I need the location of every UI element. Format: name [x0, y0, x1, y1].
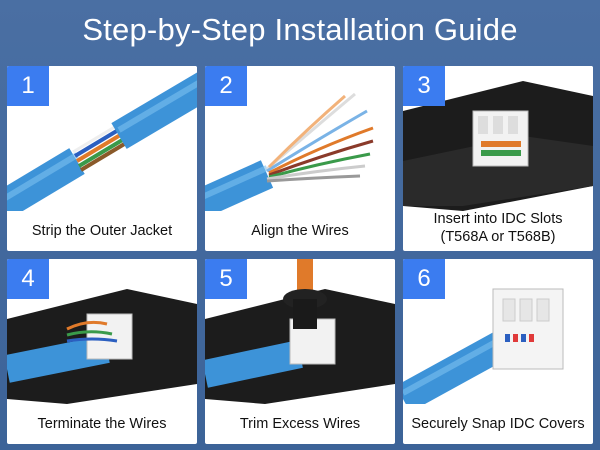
step-caption: Trim Excess Wires: [239, 416, 361, 432]
step-caption: Insert into IDC Slots (T568A or T568B): [433, 211, 563, 245]
idc-slots-image: [403, 66, 593, 211]
page-title: Step-by-Step Installation Guide: [82, 12, 518, 47]
strip-jacket-image: [7, 66, 197, 211]
step-card-2: 2 Align the Wires: [205, 66, 395, 251]
step-caption: Align the Wires: [251, 223, 349, 239]
trim-wires-image: [205, 259, 395, 404]
step-number-badge: 6: [403, 259, 445, 299]
step-card-5: 5 Trim Excess Wires: [205, 259, 395, 444]
step-number-badge: 1: [7, 66, 49, 106]
step-number-badge: 4: [7, 259, 49, 299]
step-number-badge: 5: [205, 259, 247, 299]
step-card-1: 1 Strip the Outer Jacket: [7, 66, 197, 251]
step-card-6: 6 Securely Snap IDC Covers: [403, 259, 593, 444]
step-caption: Strip the Outer Jacket: [31, 223, 173, 239]
step-card-3: 3 Insert into IDC Slots (T568A or T568B): [403, 66, 593, 251]
step-number-badge: 2: [205, 66, 247, 106]
steps-grid: 1 Strip the Outer Jacket 2: [7, 66, 593, 444]
step-number-badge: 3: [403, 66, 445, 106]
step-caption: Securely Snap IDC Covers: [411, 416, 585, 432]
step-caption: Terminate the Wires: [37, 416, 167, 432]
step-card-4: 4 Terminate the Wires: [7, 259, 197, 444]
align-wires-image: [205, 66, 395, 211]
